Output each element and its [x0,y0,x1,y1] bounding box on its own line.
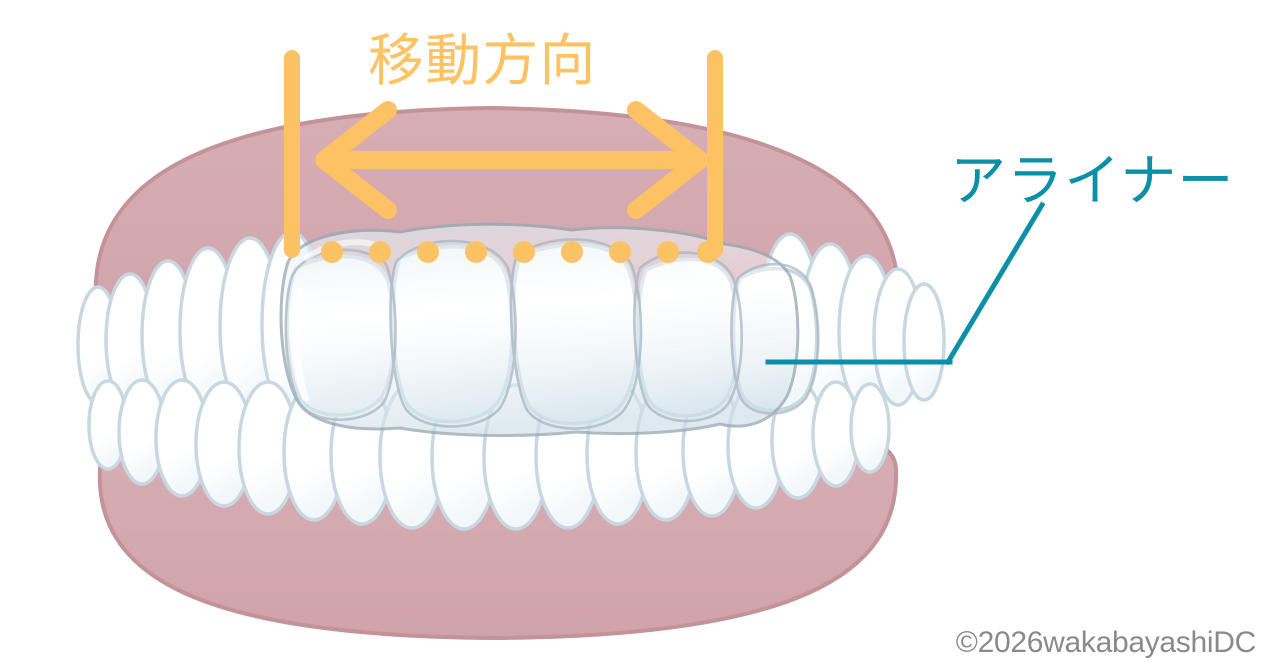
aligner-label: アライナー [950,149,1235,214]
copyright-notice: ©2026wakabayashiDC [955,626,1257,659]
double-headed-arrow [315,101,709,219]
orange-dotted-line [321,241,719,263]
arrow-head-right [627,101,709,219]
aligner-leader-line [765,201,1046,366]
guide-bars [284,50,723,258]
leader-diagonal [944,201,1046,366]
aligner-overlay [279,222,820,437]
arrow-head-left [315,101,397,219]
move-direction-label: 移動方向 [368,29,597,94]
